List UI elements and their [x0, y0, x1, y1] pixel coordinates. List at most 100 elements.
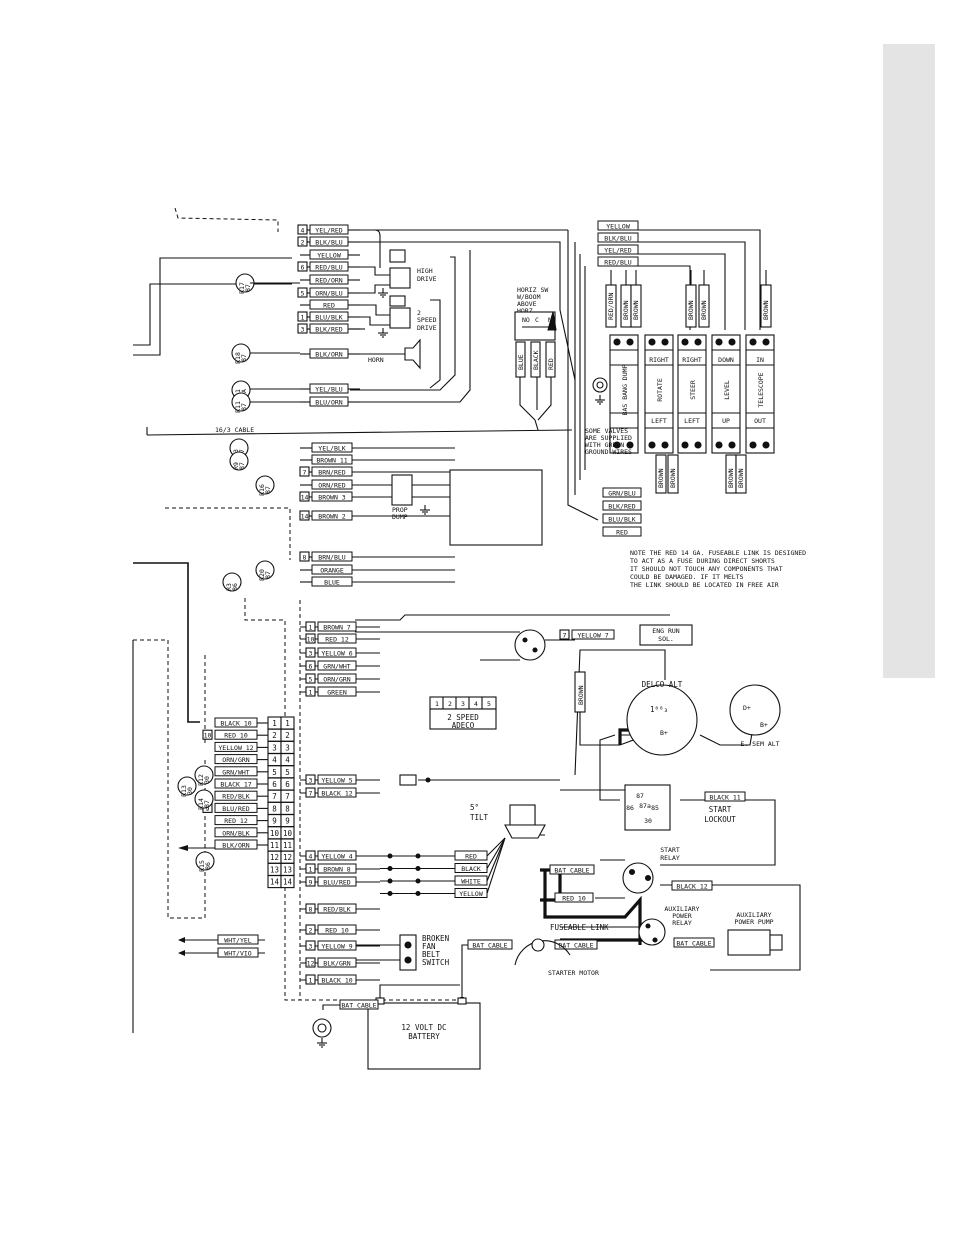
switch-contact: [404, 956, 412, 964]
relay-pin: 86: [231, 583, 239, 591]
wire-number-box: [305, 660, 316, 671]
wire-number-box: [305, 863, 316, 874]
wire-number-box: [297, 311, 308, 322]
bat-cable-batt-label-box: [339, 999, 379, 1010]
relay-id: R17: [238, 282, 246, 294]
relay-id: R15: [198, 860, 206, 872]
mid-wire-label: BLUE: [324, 579, 340, 587]
wire-number: 14: [301, 494, 309, 502]
page-side-tab: [883, 44, 935, 678]
wire-number: 6: [309, 663, 313, 671]
wire-number: 1: [309, 977, 313, 985]
horiz-switch-label: ABOVE: [517, 300, 537, 308]
terminal-left-wire-label: YELLOW 12: [218, 744, 253, 752]
black-12-label: BLACK 12: [676, 883, 707, 891]
valve-bottom-brown-box: [655, 454, 667, 494]
alt-term-d: D+: [743, 704, 751, 712]
valve-bottom-wire-label: RED: [616, 529, 628, 537]
wire-number-box: [299, 510, 310, 521]
terminal-number: 10: [270, 829, 280, 838]
terminal-number: 7: [272, 792, 277, 801]
alt-brown-box: [574, 671, 586, 713]
wire-line: [486, 837, 506, 894]
red-10-label-box: [554, 892, 594, 903]
alt-brown: BROWN: [577, 685, 585, 705]
lower-wire-label: YELLOW 4: [321, 853, 352, 861]
wire-number: 9: [206, 805, 210, 813]
terminal-number: 6: [272, 780, 277, 789]
junction-dot: [387, 853, 393, 859]
valve-terminal: [694, 338, 702, 346]
valve-top-label: IN: [756, 356, 764, 364]
upper-wire-label: ORN/BLU: [315, 290, 342, 298]
horn-icon: [404, 338, 421, 370]
upper-wire-label: BLK/BLU: [315, 239, 342, 247]
relay-id: R3: [225, 583, 233, 591]
valve-terminal: [626, 441, 634, 449]
adeco-label: ADECO: [452, 721, 475, 730]
relay-pin: 85: [651, 804, 659, 812]
adeco-pin: 1: [435, 700, 439, 708]
wire-number: 7: [563, 632, 567, 640]
prop-dump-label: PROP: [392, 506, 408, 514]
wire-number: 4: [301, 227, 305, 235]
terminal-left-wire-label: BLK/ORN: [222, 842, 249, 850]
relay-terminal: [644, 874, 652, 882]
eng-run-contact: [532, 647, 538, 653]
upper-wire-label: YELLOW: [317, 252, 341, 260]
arrow-icon: [178, 937, 185, 943]
black-11-label: BLACK 11: [709, 794, 740, 802]
relay-pin: 87: [636, 792, 644, 800]
horiz-switch-box: [514, 311, 556, 341]
terminal-left-wire-label: RED/BLK: [222, 793, 249, 801]
adeco-pin: 2: [448, 700, 452, 708]
valve-bottom-wire-label-box: [602, 500, 642, 511]
horiz-switch-term: C: [535, 316, 539, 324]
lower-wire-label: YELLOW 9: [321, 943, 352, 951]
adeco-pin: 4: [474, 700, 478, 708]
terminal-number: 8: [285, 804, 290, 813]
valve-terminal: [728, 338, 736, 346]
junction-dot: [415, 853, 421, 859]
wire-number: 10: [204, 732, 212, 740]
switch-block-outline: [449, 469, 543, 546]
valve-bottom-label: UP: [722, 417, 730, 425]
valve-right-wire-label-box: [597, 220, 639, 231]
upper-wire-label: YEL/RED: [315, 227, 342, 235]
relay-pin: 87: [264, 571, 272, 579]
wire-number-box: [299, 491, 310, 502]
upper-wire-label: BLU/BLK: [315, 314, 342, 322]
lower-wire-label: ORN/GRN: [323, 676, 350, 684]
terminal-number: 5: [272, 768, 277, 777]
alt-term-b: B+: [760, 721, 768, 729]
aux-pump-label: POWER PUMP: [734, 918, 773, 926]
wire-number-box: [305, 957, 316, 968]
mid-wire-label: BROWN 11: [316, 457, 347, 465]
start-lockout-label: LOCKOUT: [704, 815, 736, 824]
valve-terminal: [661, 338, 669, 346]
lower-wire-label: BLACK 10: [321, 977, 352, 985]
delco-alt-label: DELCO ALT: [642, 680, 683, 689]
valve-bottom-brown: BROWN: [657, 468, 665, 488]
lower-wire-label: BLK/GRN: [323, 960, 350, 968]
wire-number-box: [297, 236, 308, 247]
wire-number-box: [305, 787, 316, 798]
wire-number: 7: [309, 790, 313, 798]
alt-terms: 1⁰⁸₃: [650, 705, 668, 714]
switch-contact: [404, 941, 412, 949]
upper-wire-label: BLK/ORN: [315, 351, 342, 359]
valve-terminal: [728, 441, 736, 449]
wire-number: 7: [303, 469, 307, 477]
wire-number-box: [297, 287, 308, 298]
valve-bottom-label: LEFT: [651, 417, 667, 425]
valve-terminal: [715, 338, 723, 346]
valve-terminal: [681, 338, 689, 346]
terminal-left-wire-label: GRN/WHT: [222, 768, 249, 776]
terminal-left-wire-label: BLACK 17: [220, 781, 251, 789]
valve-terminal: [749, 338, 757, 346]
bat-cable-aux-label: BAT CABLE: [676, 940, 711, 948]
terminal-left-wire-label: ORN/BLK: [222, 829, 249, 837]
wire-number: 8: [309, 906, 313, 914]
terminal-left-wire-label: BLACK 10: [220, 720, 251, 728]
wire-number-box: [305, 774, 316, 785]
